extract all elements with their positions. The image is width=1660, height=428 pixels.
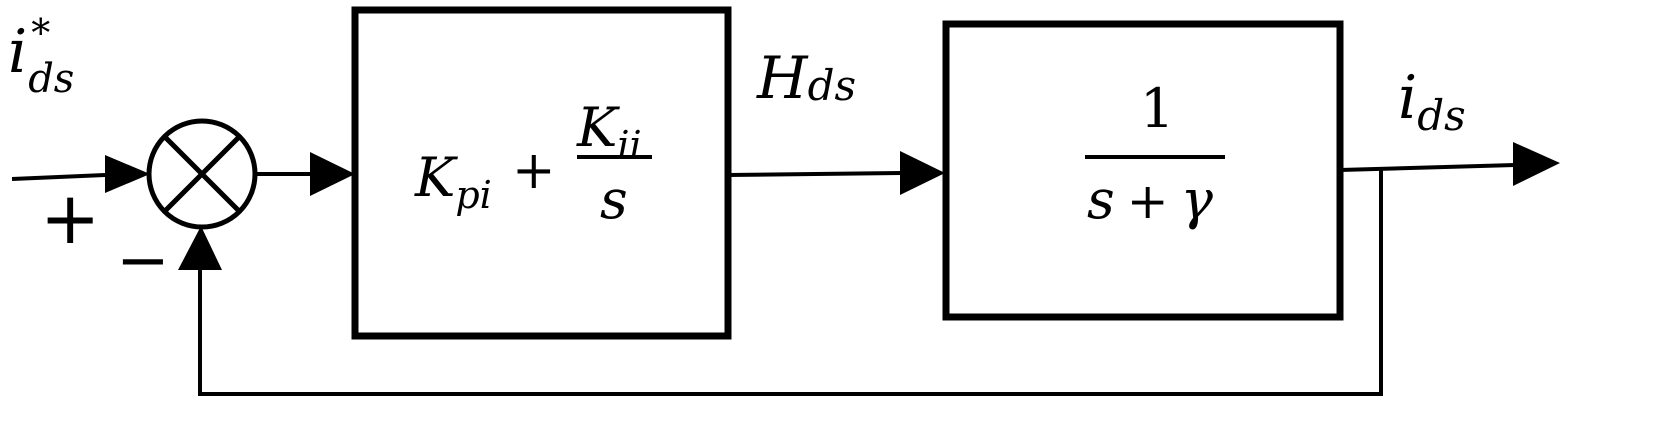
svg-text:s+γ: s+γ bbox=[1087, 168, 1214, 231]
feedback-arrowhead bbox=[178, 226, 222, 270]
output-signal-line bbox=[1339, 163, 1516, 172]
summing-junction bbox=[146, 118, 258, 230]
svg-text:s: s bbox=[600, 168, 628, 231]
svg-text:Kii: Kii bbox=[576, 96, 642, 167]
plus-sign: + bbox=[40, 176, 100, 260]
intermediate-signal-label: Hds bbox=[756, 44, 856, 112]
svg-text:1: 1 bbox=[1140, 77, 1174, 140]
controller-input-arrowhead bbox=[310, 152, 355, 196]
controller-transfer-function: Kpi + Kii s bbox=[414, 96, 652, 231]
plant-block bbox=[942, 20, 1344, 321]
input-arrowhead bbox=[105, 155, 150, 193]
input-label: i*ds bbox=[8, 11, 74, 102]
control-signal-line bbox=[727, 171, 903, 177]
plant-transfer-function: 1 s+γ bbox=[1085, 77, 1225, 231]
svg-text:Kpi: Kpi bbox=[414, 146, 492, 217]
input-signal-line bbox=[11, 173, 106, 181]
svg-text:+: + bbox=[512, 141, 556, 201]
output-label: ids bbox=[1398, 63, 1466, 140]
minus-sign: − bbox=[116, 224, 170, 298]
feedback-path bbox=[198, 169, 1383, 396]
plant-input-arrowhead bbox=[900, 151, 945, 195]
output-arrowhead bbox=[1513, 142, 1560, 186]
